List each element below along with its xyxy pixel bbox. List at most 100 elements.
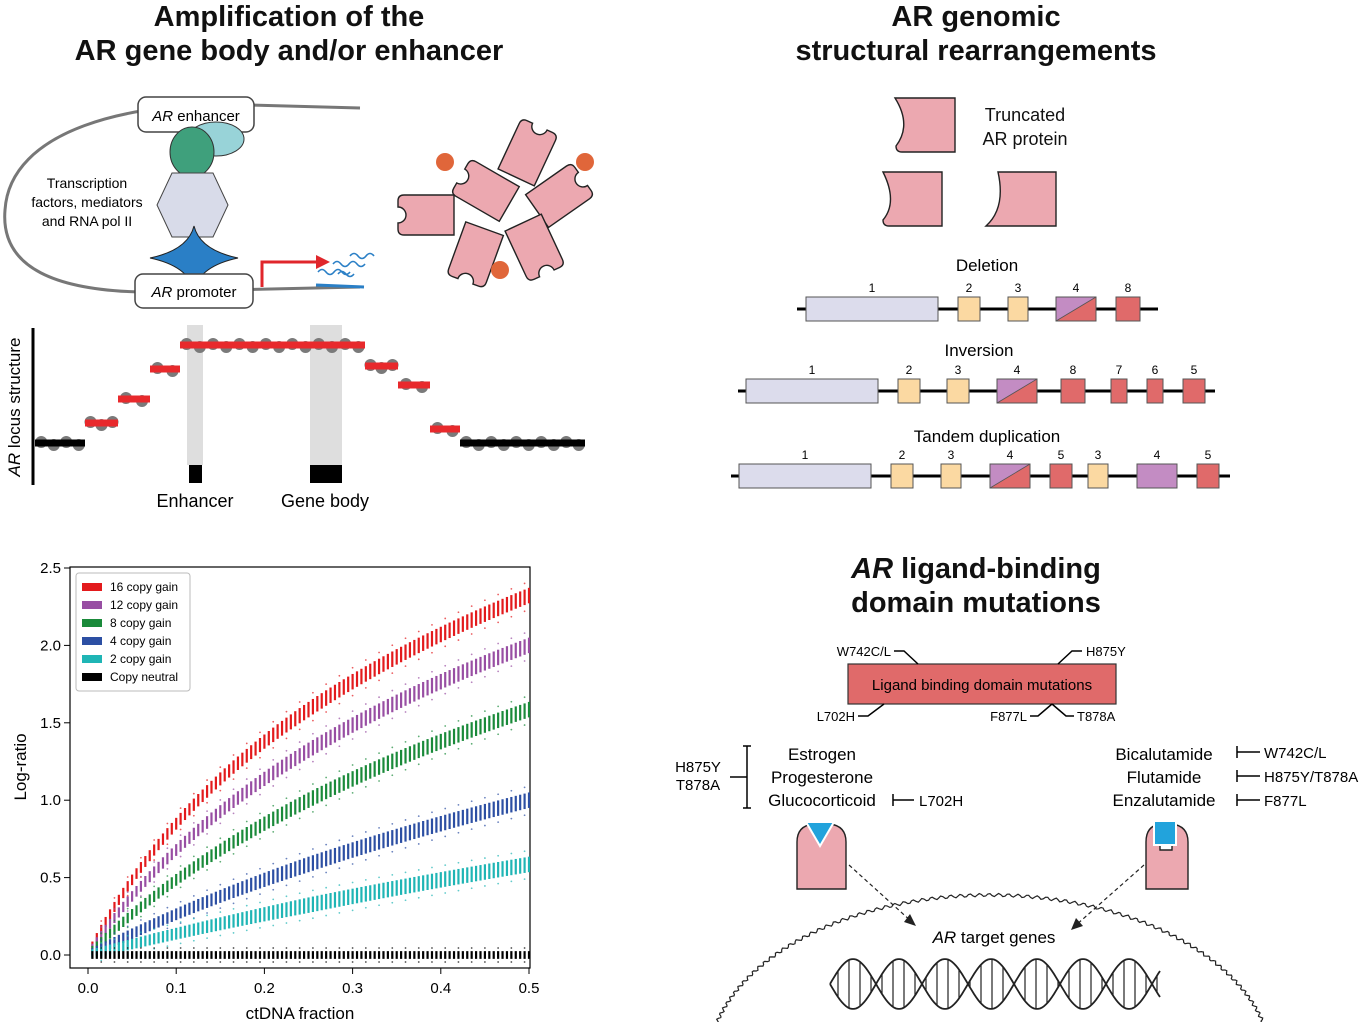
drug-mut-1: W742C/L: [1264, 745, 1327, 762]
outlier-point: [140, 895, 142, 897]
exon-label: 4: [1154, 448, 1161, 462]
exon-label: 3: [955, 363, 962, 377]
outlier-point: [364, 686, 367, 689]
outlier-point: [417, 763, 420, 766]
left-bracket: [730, 745, 914, 809]
outlier-point: [259, 838, 261, 840]
drug-mut-3: F877L: [1264, 793, 1307, 810]
outlier-point: [338, 867, 341, 870]
outlier-point: [153, 947, 156, 949]
truncated-protein-shape: [881, 171, 943, 227]
outlier-point: [166, 847, 169, 850]
exon: 6: [1146, 363, 1164, 404]
outlier-point: [272, 862, 275, 865]
outlier-point: [192, 895, 195, 897]
outlier-point: [484, 599, 486, 602]
outlier-point: [245, 742, 248, 745]
dna-strand: [829, 958, 1161, 1010]
outlier-point: [245, 845, 248, 848]
outlier-point: [192, 877, 195, 880]
outlier-point: [444, 645, 447, 648]
outlier-point: [338, 745, 341, 748]
outlier-point: [484, 857, 486, 859]
outlier-point: [497, 854, 500, 857]
x-tick-label: 0.1: [166, 980, 187, 997]
outlier-point: [298, 919, 301, 922]
outlier-point: [497, 733, 500, 736]
outlier-point: [153, 927, 156, 930]
outlier-point: [192, 939, 195, 942]
y-tick-label: 0.5: [40, 870, 61, 887]
outlier-point: [510, 817, 513, 820]
gene-body-marker: [310, 465, 342, 483]
outlier-point: [484, 627, 486, 630]
outlier-point: [523, 961, 526, 963]
outlier-point: [259, 731, 261, 734]
outlier-point: [444, 664, 447, 667]
truncated-proteins: Truncated AR protein: [881, 97, 1068, 227]
outlier-point: [484, 647, 486, 650]
outlier-point: [444, 617, 447, 620]
locus-segment: [150, 365, 180, 373]
outlier-point: [404, 871, 407, 874]
outlier-point: [219, 789, 222, 792]
outlier-point: [431, 623, 433, 626]
exon-label: 1: [802, 448, 809, 462]
outlier-point: [497, 793, 500, 796]
outlier-point: [179, 855, 182, 858]
outlier-point: [364, 785, 367, 788]
outlier-point: [510, 615, 513, 618]
outlier-point: [126, 947, 129, 949]
outlier-point: [325, 711, 328, 713]
outlier-point: [523, 660, 526, 662]
outlier-point: [153, 905, 156, 908]
ligand-glucocorticoid: Glucocorticoid: [768, 791, 876, 810]
outlier-point: [206, 912, 208, 914]
outlier-point: [232, 778, 235, 780]
outlier-point: [325, 886, 328, 889]
outlier-point: [179, 900, 182, 903]
outlier-point: [457, 639, 460, 641]
outlier-point: [523, 632, 526, 635]
exon-label: 5: [1191, 363, 1198, 377]
outlier-point: [219, 961, 222, 963]
outlier-point: [259, 867, 261, 870]
outlier-point: [192, 821, 195, 824]
outlier-point: [140, 931, 142, 934]
outlier-point: [219, 947, 222, 949]
outlier-point: [206, 889, 208, 892]
outlier-point: [298, 701, 301, 703]
enhancer-marker: [189, 465, 202, 483]
outlier-point: [378, 679, 380, 682]
outlier-point: [378, 854, 380, 857]
exon-label: 4: [1014, 363, 1021, 377]
outlier-point: [351, 710, 354, 713]
outlier-point: [232, 902, 235, 905]
outlier-point: [100, 959, 103, 962]
outlier-point: [470, 742, 473, 745]
outlier-point: [325, 725, 328, 727]
enhancer-label: Enhancer: [156, 491, 233, 511]
outlier-point: [338, 717, 341, 720]
outlier-point: [523, 850, 526, 853]
outlier-point: [364, 879, 367, 881]
y-tick-label: 1.0: [40, 792, 61, 809]
outlier-point: [338, 912, 341, 914]
outlier-point: [417, 658, 420, 661]
outlier-point: [457, 831, 460, 834]
outlier-point: [285, 710, 288, 713]
outlier-point: [417, 947, 420, 949]
outlier-point: [298, 741, 301, 743]
promoter-box-label: AR promoter: [150, 284, 236, 301]
outlier-point: [232, 788, 235, 791]
outlier-point: [484, 738, 486, 740]
outlier-point: [272, 758, 275, 761]
ligand-dot: [576, 153, 594, 171]
series-8: [91, 696, 530, 956]
outlier-point: [113, 932, 116, 934]
outlier-point: [166, 868, 169, 870]
outlier-point: [285, 776, 288, 779]
outlier-point: [126, 925, 129, 928]
